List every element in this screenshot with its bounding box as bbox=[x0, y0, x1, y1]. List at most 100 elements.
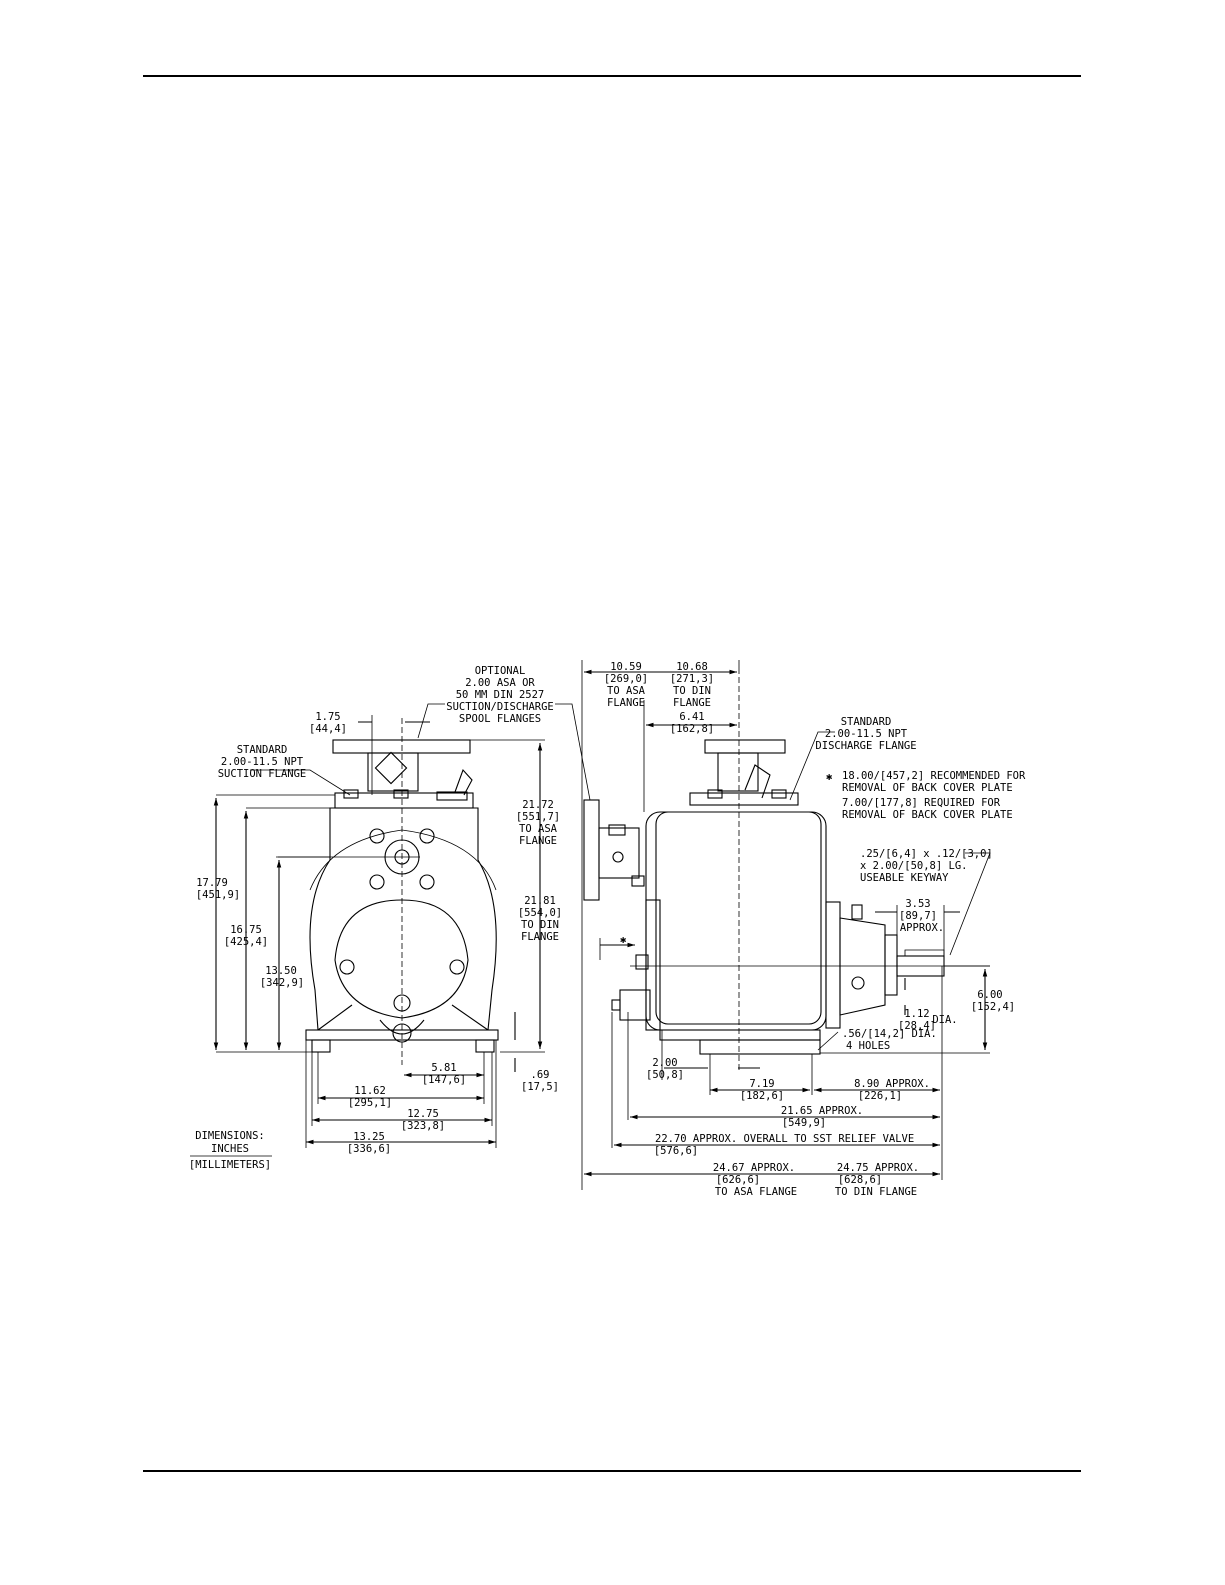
discharge-leader bbox=[789, 731, 835, 801]
dim-10-59-note-2: FLANGE bbox=[607, 697, 645, 709]
keyway-line-3: USEABLE KEYWAY bbox=[860, 872, 949, 884]
dim-22-70-mm: [576,6] bbox=[654, 1145, 698, 1157]
dim-24-67-mm: [626,6] bbox=[716, 1174, 760, 1186]
suction-leader bbox=[250, 769, 351, 796]
ext-lines-left bbox=[216, 794, 335, 1053]
side-cover-plate bbox=[645, 899, 661, 1031]
dim-12-75-mm: [323,8] bbox=[401, 1120, 445, 1132]
dim-5-81-mm: [147,6] bbox=[422, 1074, 466, 1086]
dim-10-59-mm: [269,0] bbox=[604, 673, 648, 685]
side-bolt-bottom bbox=[631, 875, 645, 887]
note-req-line-1: 7.00/[177,8] REQUIRED FOR bbox=[842, 797, 1001, 809]
side-bolt-b bbox=[771, 789, 787, 799]
side-bottom-ext bbox=[611, 966, 943, 1180]
dim-6-00-ext bbox=[820, 965, 990, 1054]
side-ext-verticals bbox=[581, 660, 740, 1190]
dim-8-90-value: 8.90 APPROX. bbox=[854, 1078, 930, 1090]
flange-bolt-2 bbox=[419, 828, 435, 844]
dim-3-53-value: 3.53 bbox=[905, 898, 930, 910]
bearing-flange bbox=[825, 901, 841, 1029]
dim-21-65-value: 21.65 APPROX. bbox=[781, 1105, 863, 1117]
bearing-plug bbox=[851, 976, 865, 990]
optional-line-5: SPOOL FLANGES bbox=[459, 713, 541, 725]
note-star-line-1: 18.00/[457,2] RECOMMENDED FOR bbox=[842, 770, 1026, 782]
front-spool-square bbox=[374, 751, 408, 785]
front-foot-left bbox=[311, 1039, 331, 1053]
side-body bbox=[645, 811, 827, 1031]
dim-22-70-value: 22.70 APPROX. OVERALL TO SST RELIEF VALV… bbox=[655, 1133, 914, 1145]
side-foot bbox=[699, 1039, 821, 1055]
dim-6-00-mm: [152,4] bbox=[971, 1001, 1015, 1013]
dim-0-69-mm: [17,5] bbox=[521, 1081, 559, 1093]
legend-inches: INCHES bbox=[211, 1143, 249, 1155]
optional-line-3: 50 MM DIN 2527 bbox=[456, 689, 545, 701]
optional-line-2: 2.00 ASA OR bbox=[465, 677, 535, 689]
flange-bolt-3 bbox=[369, 874, 385, 890]
side-dimension-lines bbox=[581, 660, 991, 1190]
dim-3-53-approx: APPROX. bbox=[900, 922, 944, 934]
dim-2-00-mm: [50,8] bbox=[646, 1069, 684, 1081]
front-spool-flange-top bbox=[332, 739, 471, 754]
side-view bbox=[583, 668, 990, 1070]
optional-line-4: SUCTION/DISCHARGE bbox=[446, 701, 553, 713]
dim-21-65-mm: [549,9] bbox=[782, 1117, 826, 1129]
front-spool-neck bbox=[367, 752, 419, 792]
front-legs bbox=[317, 1004, 489, 1031]
dim-24-67-note: TO ASA FLANGE bbox=[715, 1186, 797, 1198]
front-bolt-right bbox=[393, 789, 409, 799]
discharge-line-2: 2.00-11.5 NPT bbox=[825, 728, 908, 740]
dim-10-68-mm: [271,3] bbox=[670, 673, 714, 685]
legend-millimeters: [MILLIMETERS] bbox=[189, 1159, 271, 1171]
dim-7-19-value: 7.19 bbox=[749, 1078, 774, 1090]
bottom-ext-lines bbox=[305, 1040, 497, 1148]
optional-line-1: OPTIONAL bbox=[475, 665, 526, 677]
keyway-line-2: x 2.00/[50,8] LG. bbox=[860, 860, 967, 872]
dim-0-69-value: .69 bbox=[531, 1069, 550, 1081]
dim-21-72-mm: [551,7] bbox=[516, 811, 560, 823]
dim-1-12-mm: [28,4] bbox=[898, 1020, 936, 1032]
dim-2-00-value: 2.00 bbox=[652, 1057, 677, 1069]
dim-12-75-value: 12.75 bbox=[407, 1108, 439, 1120]
side-top-plate bbox=[689, 792, 799, 806]
flange-bolt-1 bbox=[369, 828, 385, 844]
dim-17-79-mm: [451,9] bbox=[196, 889, 240, 901]
cover-removal-star: ✱ bbox=[620, 934, 627, 946]
dim-21-81-note-1: TO DIN bbox=[521, 919, 559, 931]
dim-24-75-note: TO DIN FLANGE bbox=[835, 1186, 917, 1198]
dim-3-53-ext bbox=[896, 905, 945, 956]
dim-21-72-value: 21.72 bbox=[522, 799, 554, 811]
dim-13-25-mm: [336,6] bbox=[347, 1143, 391, 1155]
side-spool-neck bbox=[598, 827, 640, 879]
dim-13-50-value: 13.50 bbox=[265, 965, 297, 977]
dim-5-81-value: 5.81 bbox=[431, 1062, 456, 1074]
dim-10-59-note-1: TO ASA bbox=[607, 685, 646, 697]
dim-11-62-value: 11.62 bbox=[354, 1085, 386, 1097]
side-top-spool-flange bbox=[704, 739, 786, 754]
front-bolt-left bbox=[343, 789, 359, 799]
holes-line-2: 4 HOLES bbox=[846, 1040, 890, 1052]
dim-1-75-mm: [44,4] bbox=[309, 723, 347, 735]
dim-21-81-mm: [554,0] bbox=[518, 907, 562, 919]
suction-line-2: 2.00-11.5 NPT bbox=[221, 756, 304, 768]
bearing-housing bbox=[839, 917, 886, 1016]
front-relief-valve bbox=[454, 768, 473, 796]
front-volute-arc bbox=[309, 829, 497, 891]
keyway-leader bbox=[949, 852, 991, 956]
side-base bbox=[659, 1029, 821, 1041]
cover-bolt-right bbox=[449, 959, 465, 975]
dim-21-81-note-2: FLANGE bbox=[521, 931, 559, 943]
front-body-outline bbox=[309, 807, 497, 1031]
relief-valve-cap bbox=[611, 999, 621, 1011]
discharge-line-3: DISCHARGE FLANGE bbox=[815, 740, 916, 752]
flange-bolt-4 bbox=[419, 874, 435, 890]
dim-1-12-value: 1.12 bbox=[904, 1008, 929, 1020]
front-view bbox=[278, 718, 499, 1065]
suction-line-3: SUCTION FLANGE bbox=[218, 768, 307, 780]
front-bolt-far bbox=[436, 791, 468, 801]
side-spool-flange bbox=[583, 799, 600, 901]
dim-16-75-mm: [425,4] bbox=[224, 936, 268, 948]
holes-leader bbox=[817, 1031, 839, 1051]
dim-17-79-value: 17.79 bbox=[196, 877, 228, 889]
dim-6-41-value: 6.41 bbox=[679, 711, 704, 723]
dim-11-62-mm: [295,1] bbox=[348, 1097, 392, 1109]
